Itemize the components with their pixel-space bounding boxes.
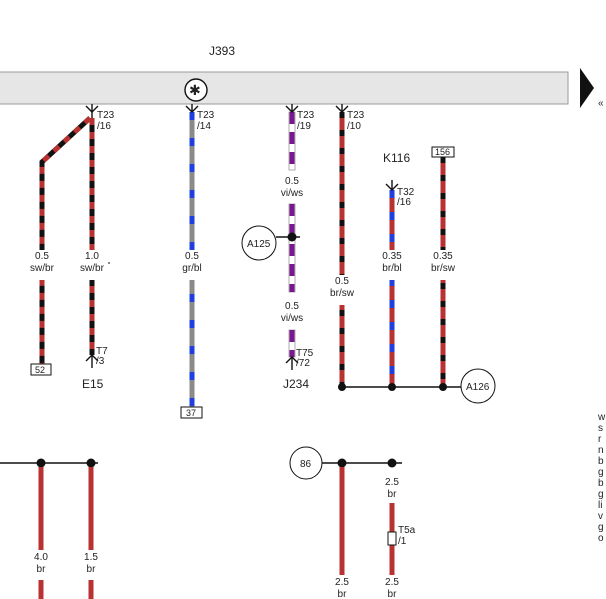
svg-text:1.5br: 1.5br <box>84 552 98 575</box>
dot-mark <box>108 262 110 264</box>
legend-item: o <box>598 533 604 544</box>
svg-text:2.5br: 2.5br <box>385 577 399 599</box>
junction-dot <box>388 383 396 391</box>
component-j234-label: J234 <box>283 377 309 391</box>
legend-item: v <box>598 511 603 522</box>
legend-item: r <box>598 434 602 445</box>
double-chevron-icon[interactable]: « <box>598 98 604 109</box>
svg-text:0.5gr/bl: 0.5gr/bl <box>182 251 201 274</box>
wire-w4[interactable] <box>288 111 296 358</box>
legend-item: s <box>598 423 603 434</box>
component-e15-label: E15 <box>82 377 104 391</box>
legend-item: b <box>598 456 604 467</box>
wire-w1[interactable] <box>39 116 92 365</box>
legend-item: n <box>598 445 604 456</box>
point-86-label: 86 <box>300 459 312 470</box>
point-86-circle[interactable] <box>289 446 323 480</box>
junction-dot <box>387 458 397 468</box>
ground-a125-circle[interactable] <box>241 225 277 261</box>
connector-t7-3[interactable]: T7/3 <box>96 346 108 367</box>
connector-box-icon <box>387 531 397 546</box>
ref-156-label: 156 <box>435 147 450 157</box>
ground-a125-label: A125 <box>247 239 271 250</box>
junction-dot <box>337 458 347 468</box>
ref-box-156[interactable] <box>431 146 455 158</box>
legend-item: g <box>598 522 604 533</box>
connector-t75-72[interactable]: T75/72 <box>296 348 314 369</box>
ref-37-label: 37 <box>186 408 196 418</box>
control-unit-symbol-icon <box>184 78 208 102</box>
legend-item: li <box>598 500 603 511</box>
pin-marker-icon <box>85 104 399 370</box>
svg-text:2.5br: 2.5br <box>385 477 399 500</box>
legend-item: b <box>598 478 604 489</box>
ground-a126-circle[interactable] <box>460 368 496 404</box>
svg-text:0.5br/sw: 0.5br/sw <box>330 276 355 299</box>
continue-arrow-icon[interactable] <box>580 68 594 108</box>
svg-text:2.5br: 2.5br <box>335 577 349 599</box>
svg-text:4.0br: 4.0br <box>34 552 48 575</box>
svg-text:0.5vi/ws: 0.5vi/ws <box>281 301 303 324</box>
junction-dot <box>338 383 346 391</box>
legend-item: g <box>598 467 604 478</box>
svg-text:0.5vi/ws: 0.5vi/ws <box>281 176 303 199</box>
svg-text:1.0sw/br: 1.0sw/br <box>80 251 105 274</box>
control-unit-symbol-glyph: ✱ <box>189 82 201 98</box>
connector-t5a-1[interactable]: T5a/1 <box>398 525 416 547</box>
ref-box-37[interactable] <box>180 406 203 419</box>
connector-t23-19[interactable]: T23/19 <box>297 110 315 132</box>
legend-item: g <box>598 489 604 500</box>
connector-t23-14[interactable]: T23/14 <box>197 110 215 132</box>
connector-t23-10[interactable]: T23/10 <box>347 110 365 132</box>
control-unit-bar <box>0 71 569 105</box>
connector-t23-16[interactable]: T23/16 <box>97 110 115 132</box>
component-k116-label: K116 <box>383 151 410 165</box>
component-j393-label: J393 <box>209 44 235 58</box>
ground-a126-label: A126 <box>466 382 490 393</box>
junction-dot <box>36 458 46 468</box>
ref-52-label: 52 <box>35 365 45 375</box>
svg-text:0.5sw/br: 0.5sw/br <box>30 251 55 274</box>
legend-item: w <box>598 412 606 423</box>
ref-box-52[interactable] <box>30 363 52 376</box>
junction-dot <box>439 383 447 391</box>
junction-dot <box>86 458 96 468</box>
connector-t32-16[interactable]: T32/16 <box>397 187 415 208</box>
junction-dot <box>287 232 297 242</box>
